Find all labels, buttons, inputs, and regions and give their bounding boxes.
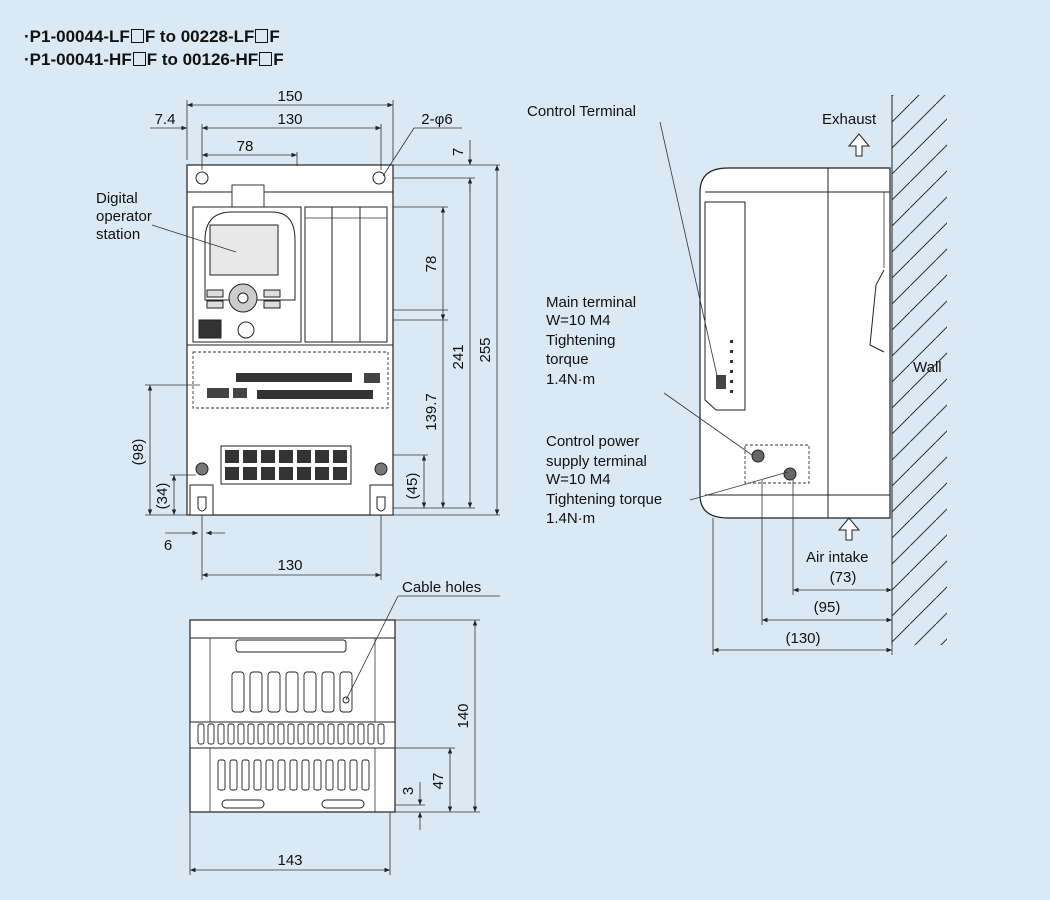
front-view: 150 130 7.4 78 2-φ6 7 78 241 255 139.7 (… xyxy=(96,88,500,580)
dim-height-98: (98) xyxy=(130,439,147,466)
label-digital-operator: station xyxy=(96,226,140,243)
label-control-power: supply terminal xyxy=(546,453,647,470)
dim-height-255: 255 xyxy=(477,337,494,362)
dim-side-95: (95) xyxy=(814,599,841,616)
dim-width-150: 150 xyxy=(277,88,302,105)
blank-box xyxy=(132,52,146,66)
blank-box xyxy=(130,29,144,43)
label-wall: Wall xyxy=(913,359,942,376)
dim-height-78: 78 xyxy=(423,256,440,273)
label-exhaust: Exhaust xyxy=(822,111,877,128)
blank-box xyxy=(255,29,269,43)
label-main-terminal: Tightening xyxy=(546,332,616,349)
dim-width-130: 130 xyxy=(277,111,302,128)
heading-part: F to 00126-HF xyxy=(146,50,259,69)
dim-height-139-7: 139.7 xyxy=(423,393,440,431)
connector-port xyxy=(198,319,222,339)
heading-part: F xyxy=(269,27,280,46)
model-heading-lf: ·P1-00044-LF F to 00228-LF F xyxy=(24,27,280,47)
label-main-terminal: Main terminal xyxy=(546,294,636,311)
heading-part: ·P1-00044-LF xyxy=(24,27,130,46)
dim-depth-140: 140 xyxy=(455,703,472,728)
label-control-power: 1.4N·m xyxy=(546,510,595,527)
heading-part: F xyxy=(273,50,284,69)
label-digital-operator: operator xyxy=(96,208,152,225)
lcd-display xyxy=(209,224,279,276)
bottom-view: 140 47 3 143 Cable holes xyxy=(189,579,500,875)
heading-part: ·P1-00041-HF xyxy=(24,50,132,69)
power-terminal-area xyxy=(744,444,810,484)
label-main-terminal: W=10 M4 xyxy=(546,312,611,329)
dim-width-78: 78 xyxy=(237,138,254,155)
heading-part: F to 00228-LF xyxy=(144,27,255,46)
dim-height-7: 7 xyxy=(450,148,467,156)
dim-offset-7-4: 7.4 xyxy=(155,111,176,128)
mount-hole xyxy=(372,171,386,185)
dim-width-130-bottom: 130 xyxy=(277,557,302,574)
label-control-power: Control power xyxy=(546,433,639,450)
heatsink-block xyxy=(304,206,388,343)
dim-width-143: 143 xyxy=(277,852,302,869)
dim-side-73: (73) xyxy=(830,569,857,586)
blank-box xyxy=(259,52,273,66)
label-main-terminal: 1.4N·m xyxy=(546,371,595,388)
top-latch xyxy=(231,184,265,210)
control-terminal-area xyxy=(192,351,389,409)
model-heading-hf: ·P1-00041-HF F to 00126-HF F xyxy=(24,50,284,70)
dim-height-34: (34) xyxy=(154,483,171,510)
label-control-terminal: Control Terminal xyxy=(527,103,636,120)
label-control-power: Tightening torque xyxy=(546,491,662,508)
label-main-terminal: torque xyxy=(546,351,589,368)
label-air-intake: Air intake xyxy=(806,549,869,566)
dim-width-6: 6 xyxy=(164,537,172,554)
label-control-power: W=10 M4 xyxy=(546,471,611,488)
side-housing xyxy=(699,167,891,519)
dim-depth-3: 3 xyxy=(400,787,417,795)
dim-height-241: 241 xyxy=(450,344,467,369)
label-digital-operator: Digital xyxy=(96,190,138,207)
dim-holes: 2-φ6 xyxy=(421,111,452,128)
dim-height-45: (45) xyxy=(404,473,421,500)
mount-hole xyxy=(195,171,209,185)
dim-depth-47: 47 xyxy=(430,773,447,790)
side-view: Control Terminal Exhaust Wall Main termi… xyxy=(527,95,947,655)
wall-hatch xyxy=(892,95,947,645)
dim-side-130: (130) xyxy=(785,630,820,647)
label-cable-holes: Cable holes xyxy=(402,579,481,596)
